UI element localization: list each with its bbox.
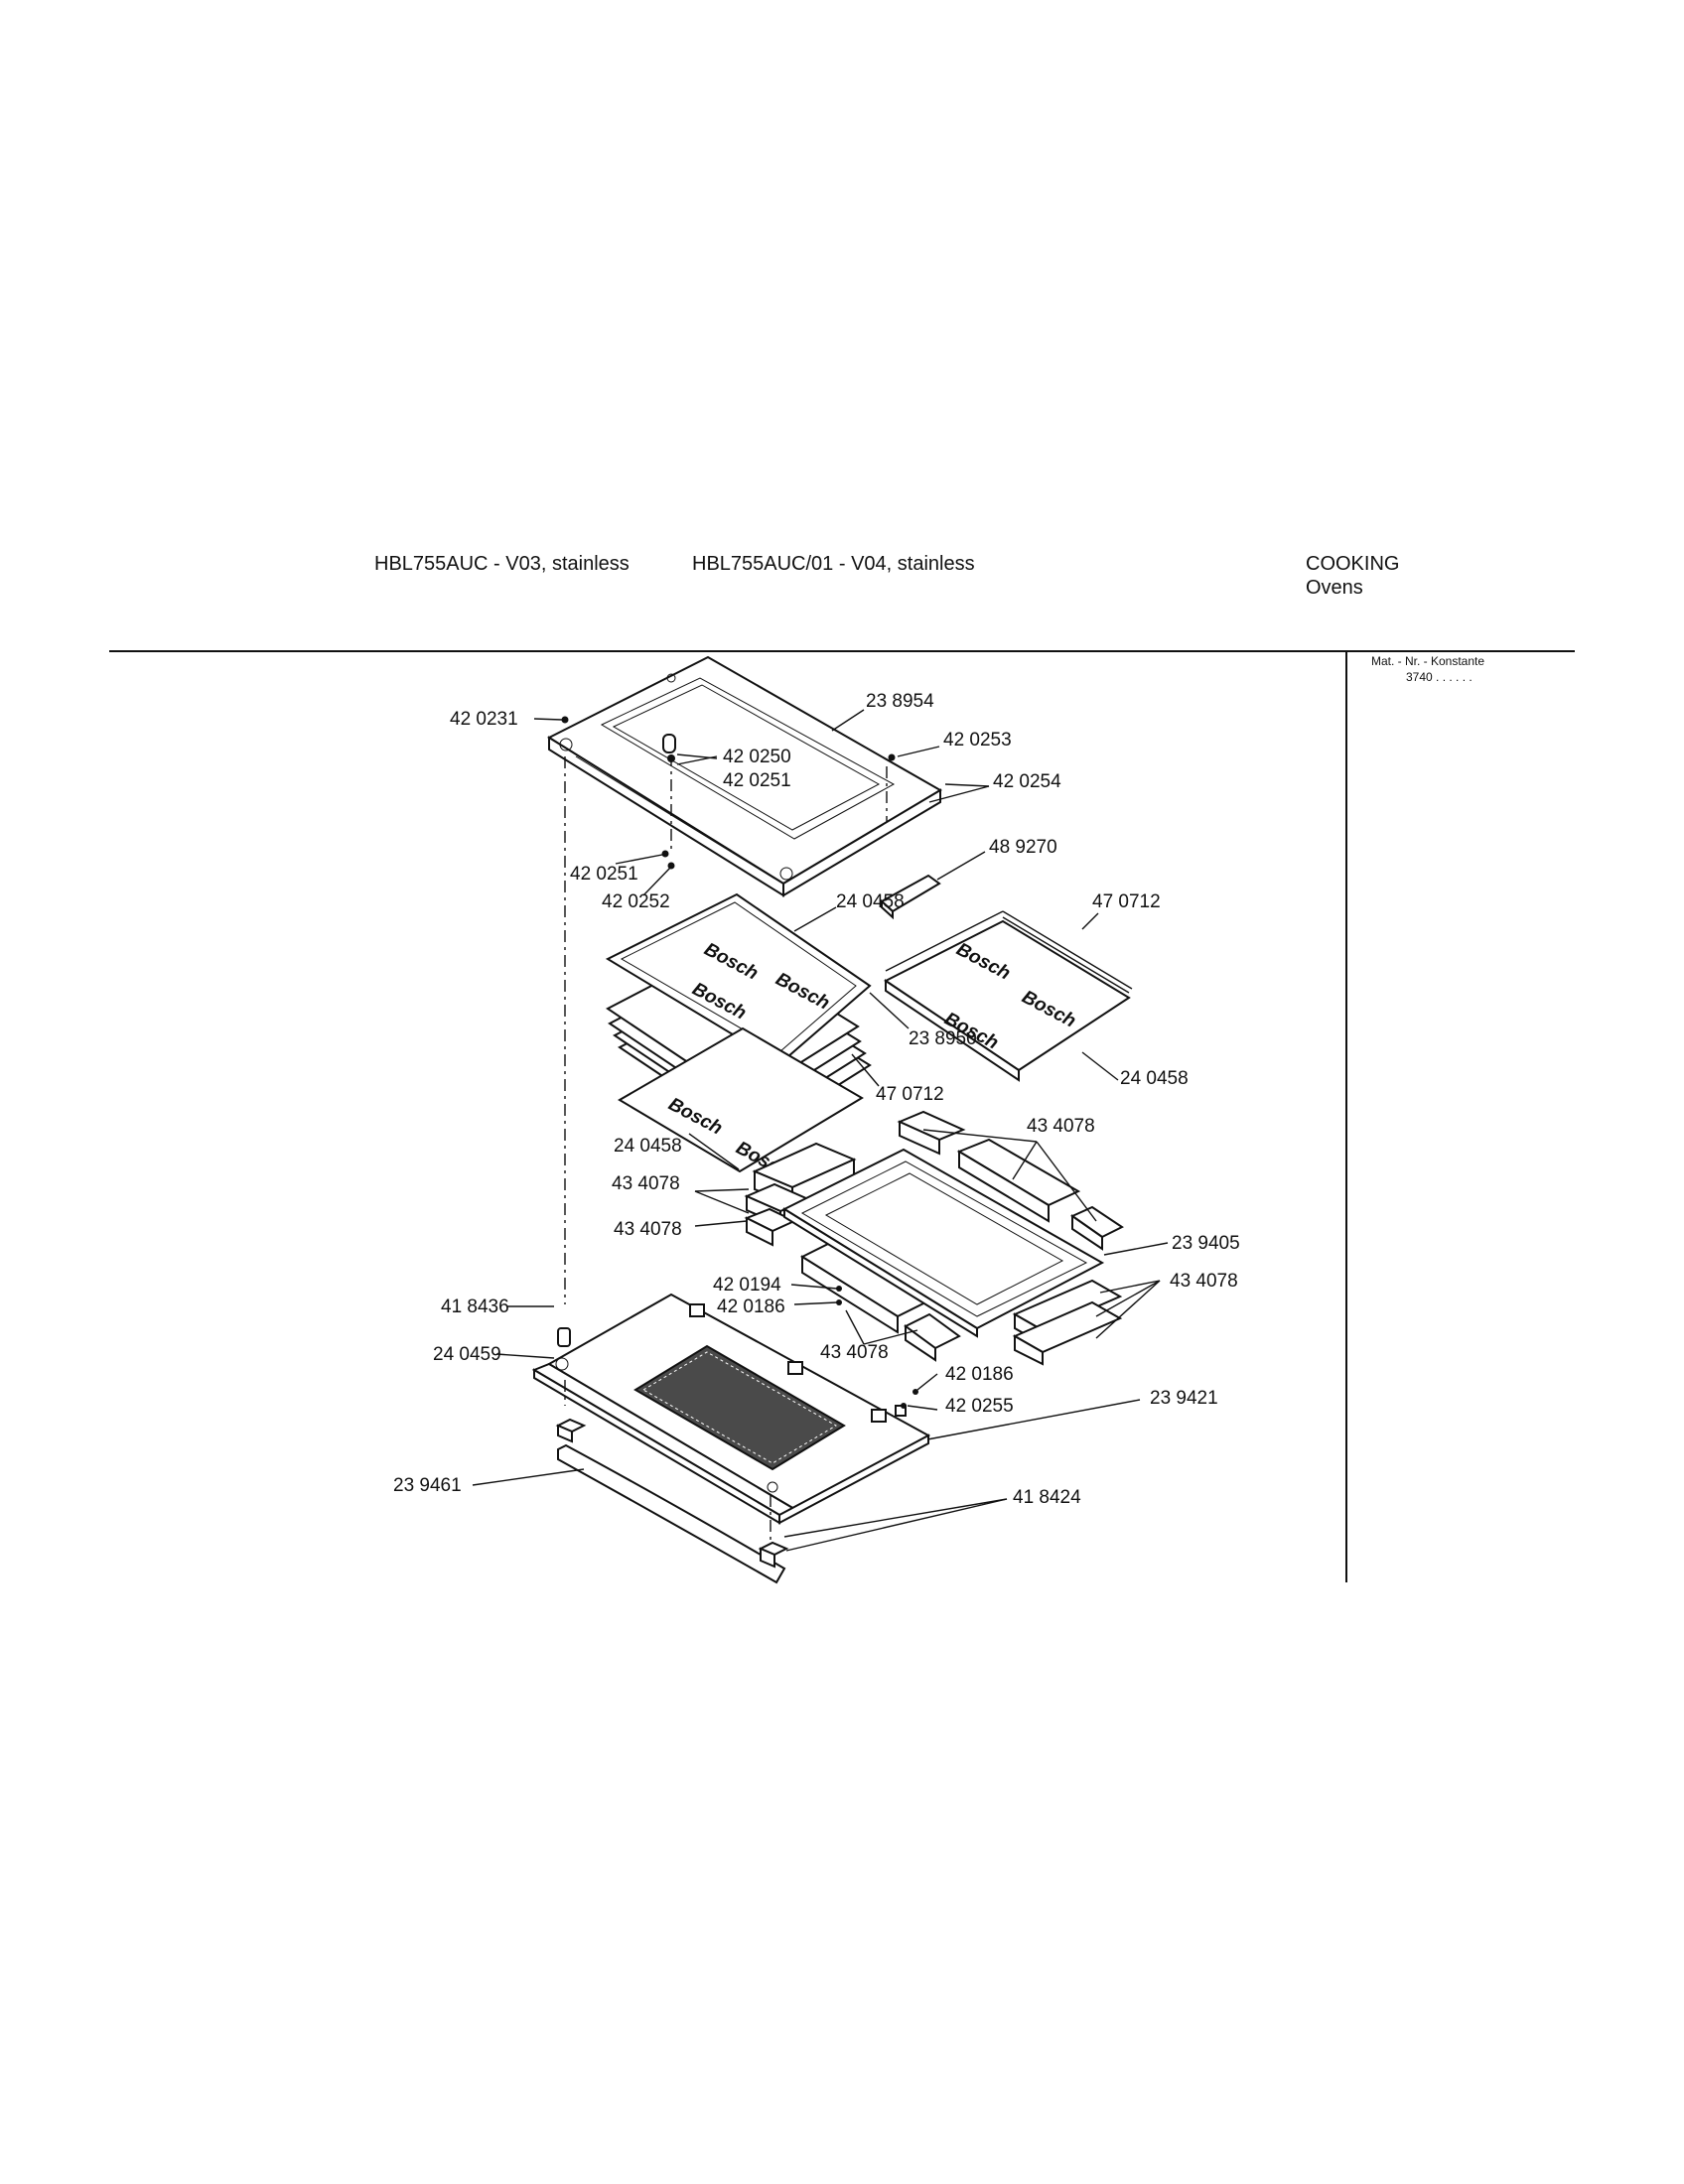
part-label: 42 0250 bbox=[723, 747, 791, 767]
trim-bar-part bbox=[555, 1418, 789, 1584]
part-label: 23 9461 bbox=[393, 1475, 462, 1496]
part-label: 42 0231 bbox=[450, 709, 518, 730]
part-label: 24 0458 bbox=[836, 891, 905, 912]
part-label: 42 0255 bbox=[945, 1396, 1014, 1417]
inner-glass-stack-left: Bosch Bosch Bosch Bosch Bosch bbox=[605, 892, 872, 1183]
bottom-cover-panel bbox=[531, 1293, 931, 1545]
part-label: 41 8436 bbox=[441, 1297, 509, 1317]
part-label: 42 0186 bbox=[717, 1297, 785, 1317]
part-label: 43 4078 bbox=[820, 1342, 889, 1363]
part-label: 42 0251 bbox=[723, 770, 791, 791]
bracket-part bbox=[880, 874, 941, 920]
mat-nr-label: Mat. - Nr. - Konstante bbox=[1371, 654, 1485, 668]
part-label: 23 9405 bbox=[1172, 1233, 1240, 1254]
part-label: 24 0459 bbox=[433, 1344, 501, 1365]
part-labels: 42 0231 23 8954 42 0250 42 0251 42 0253 … bbox=[393, 691, 1240, 1508]
part-label: 24 0458 bbox=[614, 1136, 682, 1157]
part-label: 43 4078 bbox=[1170, 1271, 1238, 1292]
model-label-v03: HBL755AUC - V03, stainless bbox=[374, 553, 630, 575]
part-label: 23 8954 bbox=[866, 691, 934, 712]
part-label: 42 0252 bbox=[602, 891, 670, 912]
part-label: 47 0712 bbox=[876, 1084, 944, 1105]
part-label: 23 8950 bbox=[909, 1028, 977, 1049]
part-label: 42 0253 bbox=[943, 730, 1012, 751]
part-label: 42 0251 bbox=[570, 864, 638, 885]
part-label: 41 8424 bbox=[1013, 1487, 1081, 1508]
part-label: 43 4078 bbox=[614, 1219, 682, 1240]
part-label: 43 4078 bbox=[1027, 1116, 1095, 1137]
part-label: 42 0254 bbox=[993, 771, 1061, 792]
part-label: 42 0186 bbox=[945, 1364, 1014, 1385]
model-label-v04: HBL755AUC/01 - V04, stainless bbox=[692, 553, 975, 575]
part-label: 23 9421 bbox=[1150, 1388, 1218, 1409]
category-label: COOKING bbox=[1306, 553, 1400, 575]
glass-frame-part bbox=[781, 1148, 1105, 1338]
part-label: 24 0458 bbox=[1120, 1068, 1189, 1089]
part-label: 42 0194 bbox=[713, 1275, 781, 1296]
top-frame-part bbox=[546, 655, 942, 897]
outer-glass-panel-right: Bosch Bosch Bosch bbox=[884, 910, 1133, 1082]
mat-nr-value: 3740 . . . . . . bbox=[1406, 670, 1473, 684]
spacer-blocks bbox=[744, 1110, 1124, 1366]
part-label: 43 4078 bbox=[612, 1173, 680, 1194]
subcategory-label: Ovens bbox=[1306, 577, 1363, 599]
part-label: 47 0712 bbox=[1092, 891, 1161, 912]
leader-lines bbox=[472, 709, 1169, 1552]
part-label: 48 9270 bbox=[989, 837, 1057, 858]
